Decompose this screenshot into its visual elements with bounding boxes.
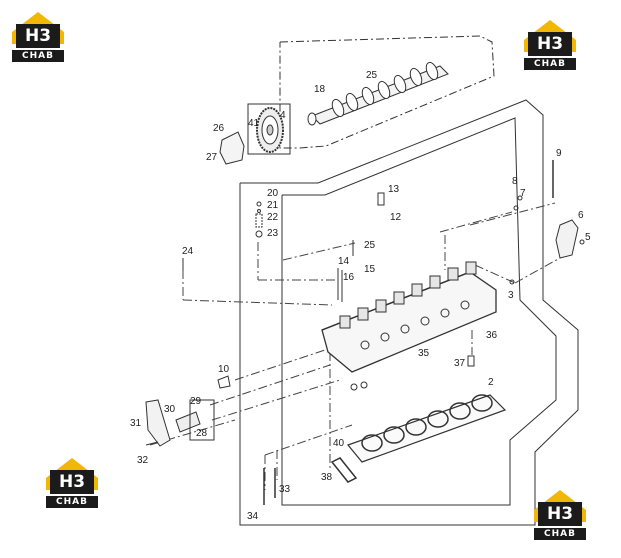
clip xyxy=(217,375,231,389)
logo-mark: H3 xyxy=(528,32,572,56)
callout-25-pin: 25 xyxy=(364,240,376,251)
callout-20: 20 xyxy=(267,188,279,199)
callout-28: 28 xyxy=(196,428,208,439)
callout-29: 29 xyxy=(190,396,202,407)
callout-2: 2 xyxy=(488,377,494,388)
camshaft xyxy=(311,65,449,125)
callout-6: 6 xyxy=(578,210,584,221)
logo-top-left: H3 CHAB xyxy=(10,10,66,62)
callout-3: 3 xyxy=(508,290,514,301)
callout-40: 40 xyxy=(333,438,345,449)
logo-top-right: H3 CHAB xyxy=(522,18,578,70)
callout-9: 9 xyxy=(556,148,562,159)
gear-bracket xyxy=(219,131,245,165)
callout-41: 41 xyxy=(248,118,260,129)
logo-bottom-right: H3 CHAB xyxy=(532,488,588,540)
callout-26: 26 xyxy=(213,123,225,134)
callout-4: 4 xyxy=(280,110,286,121)
camshaft-box xyxy=(279,35,495,149)
callout-37: 37 xyxy=(454,358,466,369)
bracket-left xyxy=(145,399,171,447)
callout-27: 27 xyxy=(206,152,218,163)
spring xyxy=(255,213,263,228)
inner-frame xyxy=(281,117,557,506)
logo-bottom-left: H3 CHAB xyxy=(44,456,100,508)
camshaft-gear xyxy=(247,103,291,155)
callout-36: 36 xyxy=(486,330,498,341)
callout-12: 12 xyxy=(390,212,402,223)
callout-5: 5 xyxy=(585,232,591,243)
callout-34: 34 xyxy=(247,511,259,522)
injector-sleeve xyxy=(377,192,385,206)
callout-23: 23 xyxy=(267,228,279,239)
callout-14: 14 xyxy=(338,256,350,267)
callout-38: 38 xyxy=(321,472,333,483)
callout-22: 22 xyxy=(267,212,279,223)
callout-30: 30 xyxy=(164,404,176,415)
callout-25-camshaft: 25 xyxy=(366,70,378,81)
callout-16: 16 xyxy=(343,272,355,283)
pipe-fitting xyxy=(175,411,201,433)
callout-33: 33 xyxy=(279,484,291,495)
outer-frame xyxy=(239,99,579,526)
callout-labels: 2 3 4 5 6 7 8 9 10 12 13 14 15 16 18 20 … xyxy=(130,70,591,522)
callout-10: 10 xyxy=(218,364,230,375)
logo-brand: CHAB xyxy=(534,528,586,540)
callout-35: 35 xyxy=(418,348,430,359)
logo-brand: CHAB xyxy=(46,496,98,508)
callout-32: 32 xyxy=(137,455,149,466)
logo-mark: H3 xyxy=(16,24,60,48)
callout-24: 24 xyxy=(182,246,194,257)
bracket-right xyxy=(555,219,579,259)
callout-18: 18 xyxy=(314,84,326,95)
gasket-bores xyxy=(361,394,493,452)
logo-mark: H3 xyxy=(538,502,582,526)
callout-8: 8 xyxy=(512,176,518,187)
callout-15: 15 xyxy=(364,264,376,275)
callout-21: 21 xyxy=(267,200,279,211)
seal-strip xyxy=(330,457,358,483)
callout-31: 31 xyxy=(130,418,142,429)
logo-brand: CHAB xyxy=(524,58,576,70)
logo-mark: H3 xyxy=(50,470,94,494)
callout-13: 13 xyxy=(388,184,400,195)
callout-7: 7 xyxy=(520,188,526,199)
logo-brand: CHAB xyxy=(12,50,64,62)
